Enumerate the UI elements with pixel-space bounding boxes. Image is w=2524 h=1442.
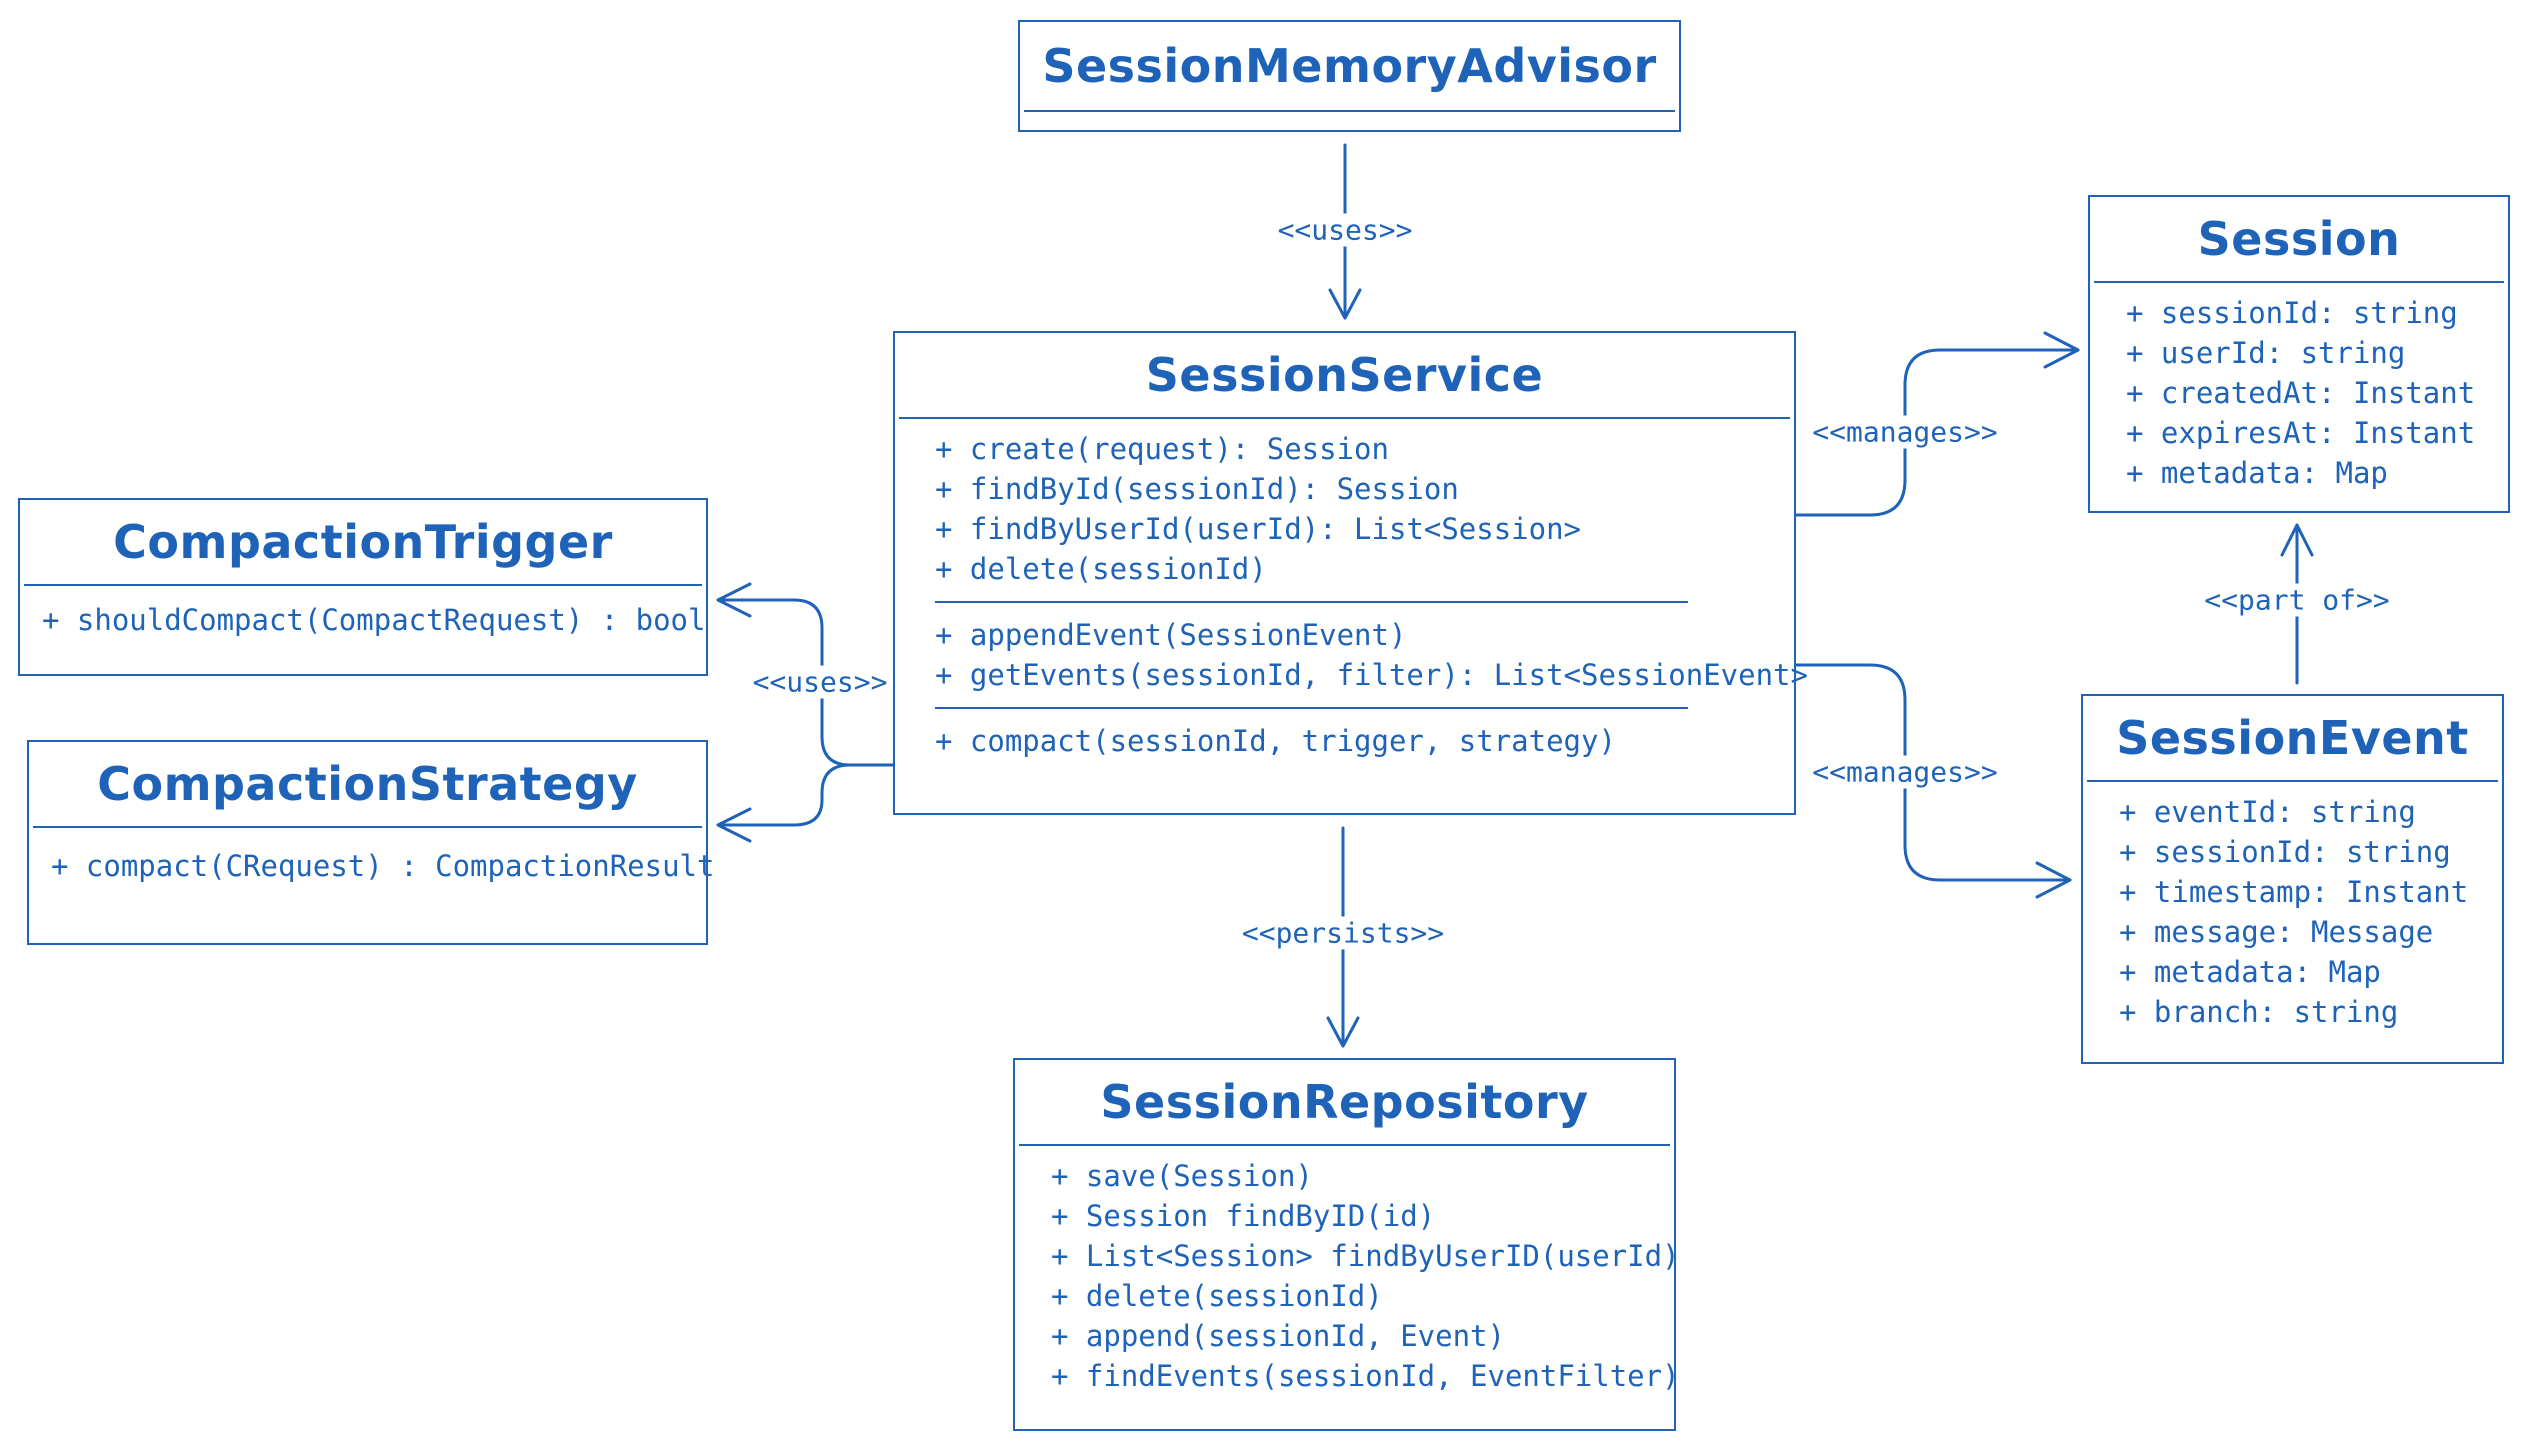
member: + getEvents(sessionId, filter): List<Ses… (935, 658, 1808, 692)
relation-label-service-uses: <<uses>> (748, 665, 892, 699)
member: + List<Session> findByUserID(userId) (1051, 1239, 1680, 1273)
title-divider (24, 584, 702, 586)
member: + findById(sessionId): Session (935, 472, 1459, 506)
persists-arrowhead (1326, 1016, 1360, 1048)
member: + metadata: Map (2126, 456, 2388, 490)
section-divider (935, 707, 1688, 709)
section-divider (935, 601, 1688, 603)
member-list: + shouldCompact(CompactRequest) : bool (20, 586, 706, 640)
class-session-repository[interactable]: SessionRepository + save(Session) + Sess… (1013, 1058, 1680, 1431)
member: + branch: string (2119, 995, 2399, 1029)
title-divider (2094, 281, 2504, 283)
relation-label-manages-event: <<manages>> (1808, 755, 2002, 789)
title-divider (1024, 110, 1675, 112)
relation-label-persists: <<persists>> (1237, 916, 1449, 950)
class-title: SessionMemoryAdvisor (1042, 39, 1657, 93)
relation-label-part-of: <<part of>> (2200, 583, 2394, 617)
member: + Session findByID(id) (1051, 1199, 1436, 1233)
title-divider (899, 417, 1790, 419)
member-list: + save(Session) + Session findByID(id) +… (1015, 1146, 1680, 1396)
class-title: CompactionStrategy (97, 757, 638, 811)
title-divider (2087, 780, 2498, 782)
uses-trigger-arrowhead (716, 582, 752, 618)
uses-strategy-arrowhead (716, 807, 752, 843)
member: + append(sessionId, Event) (1051, 1319, 1505, 1353)
manages-session-arrowhead (2043, 331, 2080, 369)
member-list: + eventId: string + sessionId: string + … (2083, 782, 2502, 1032)
member-list: + create(request): Session + findById(se… (895, 419, 1808, 761)
member: + metadata: Map (2119, 955, 2381, 989)
class-session[interactable]: Session + sessionId: string + userId: st… (2088, 195, 2510, 513)
member: + expiresAt: Instant (2126, 416, 2476, 450)
manages-event-arrowhead (2035, 861, 2072, 899)
class-title: Session (2197, 212, 2401, 266)
part-of-arrowhead (2280, 523, 2314, 557)
member: + createdAt: Instant (2126, 376, 2476, 410)
member: + userId: string (2126, 336, 2406, 370)
relation-label-advisor-uses: <<uses>> (1273, 213, 1417, 247)
member: + findByUserId(userId): List<Session> (935, 512, 1582, 546)
advisor-uses-arrowhead (1328, 288, 1362, 320)
member: + eventId: string (2119, 795, 2416, 829)
class-title: SessionEvent (2116, 711, 2469, 765)
member: + delete(sessionId) (935, 552, 1267, 586)
class-session-memory-advisor[interactable]: SessionMemoryAdvisor (1018, 20, 1681, 132)
class-compaction-strategy[interactable]: CompactionStrategy + compact(CRequest) :… (27, 740, 715, 945)
member: + delete(sessionId) (1051, 1279, 1383, 1313)
class-compaction-trigger[interactable]: CompactionTrigger + shouldCompact(Compac… (18, 498, 708, 676)
class-session-service[interactable]: SessionService + create(request): Sessio… (893, 331, 1808, 815)
member-list: + sessionId: string + userId: string + c… (2090, 283, 2508, 493)
title-divider (33, 826, 702, 828)
member: + shouldCompact(CompactRequest) : bool (42, 603, 706, 637)
class-session-event[interactable]: SessionEvent + eventId: string + session… (2081, 694, 2504, 1064)
class-title: SessionService (1145, 348, 1544, 402)
title-divider (1019, 1144, 1670, 1146)
member: + sessionId: string (2119, 835, 2451, 869)
member: + findEvents(sessionId, EventFilter) (1051, 1359, 1680, 1393)
uses-strategy-connector (716, 763, 852, 827)
member: + create(request): Session (935, 432, 1389, 466)
member: + save(Session) (1051, 1159, 1313, 1193)
member: + message: Message (2119, 915, 2434, 949)
relation-label-manages-session: <<manages>> (1808, 415, 2002, 449)
member: + sessionId: string (2126, 296, 2458, 330)
member: + appendEvent(SessionEvent) (935, 618, 1407, 652)
member: + timestamp: Instant (2119, 875, 2469, 909)
member: + compact(CRequest) : CompactionResult (51, 849, 715, 883)
member: + compact(sessionId, trigger, strategy) (935, 724, 1616, 758)
member-list: + compact(CRequest) : CompactionResult (29, 828, 715, 886)
class-title: SessionRepository (1100, 1075, 1589, 1129)
class-title: CompactionTrigger (113, 515, 613, 569)
